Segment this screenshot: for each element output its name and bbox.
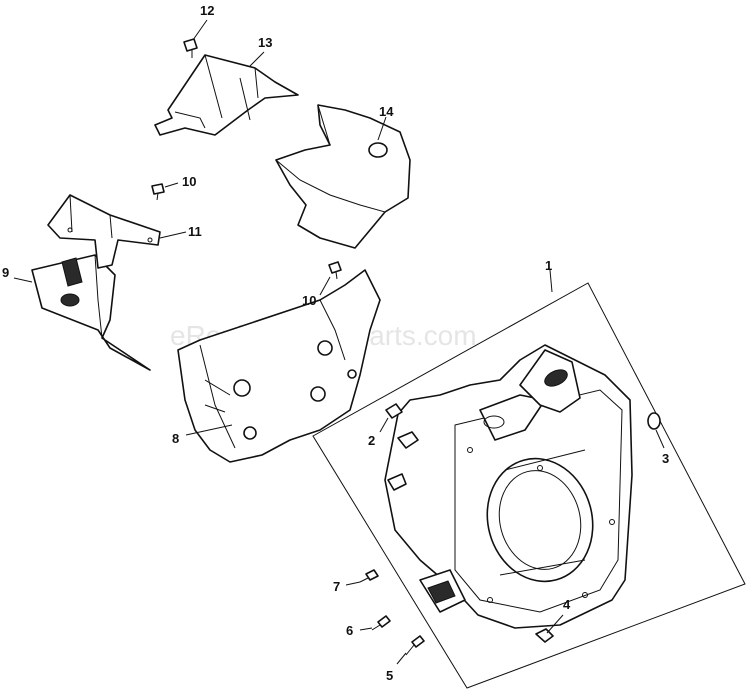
callout-3: 3 [662,451,669,466]
leader-3 [655,429,665,449]
leader-10-upper [164,182,179,188]
leader-14 [377,116,387,141]
leader-13 [249,51,265,67]
callout-13: 13 [258,35,272,50]
screw-part-5[interactable] [405,635,425,656]
leader-8 [185,424,233,436]
callout-6: 6 [346,623,353,638]
callout-11: 11 [188,224,202,239]
callout-2: 2 [368,433,375,448]
grommet-part-3[interactable] [647,412,661,430]
callout-10-lower: 10 [302,293,316,308]
callout-9: 9 [2,265,9,280]
leader-6 [359,627,373,631]
leader-10-lower [319,276,331,296]
blower-housing-part-1[interactable] [384,344,633,629]
screw-part-7[interactable] [359,569,379,583]
callout-1: 1 [545,258,552,273]
clip-part-2[interactable] [385,403,403,419]
leader-11 [159,231,187,239]
leader-2 [379,417,389,433]
leader-1 [549,269,553,293]
callout-12: 12 [200,3,214,18]
leader-9 [13,277,33,283]
callout-14: 14 [379,104,394,119]
side-baffle-part-8[interactable] [177,269,381,463]
callout-8: 8 [172,431,179,446]
leader-5 [396,652,407,665]
screw-part-10-upper[interactable] [151,183,165,201]
screw-part-12[interactable] [183,38,198,58]
callout-10-upper: 10 [182,174,196,189]
screw-part-6[interactable] [371,615,391,631]
leader-7 [345,581,361,586]
callout-7: 7 [333,579,340,594]
screw-part-10-lower[interactable] [328,261,342,280]
callout-5: 5 [386,668,393,683]
leader-4 [546,614,564,634]
callout-4: 4 [563,597,571,612]
leader-12 [192,19,208,41]
curved-shroud-part-14[interactable] [275,104,411,249]
bracket-part-11[interactable] [47,194,161,269]
kit-boundary-part-1 [312,282,746,689]
nut-part-4[interactable] [535,628,554,643]
baffle-plate-part-9[interactable] [31,254,151,371]
upper-shroud-part-13[interactable] [154,54,299,136]
